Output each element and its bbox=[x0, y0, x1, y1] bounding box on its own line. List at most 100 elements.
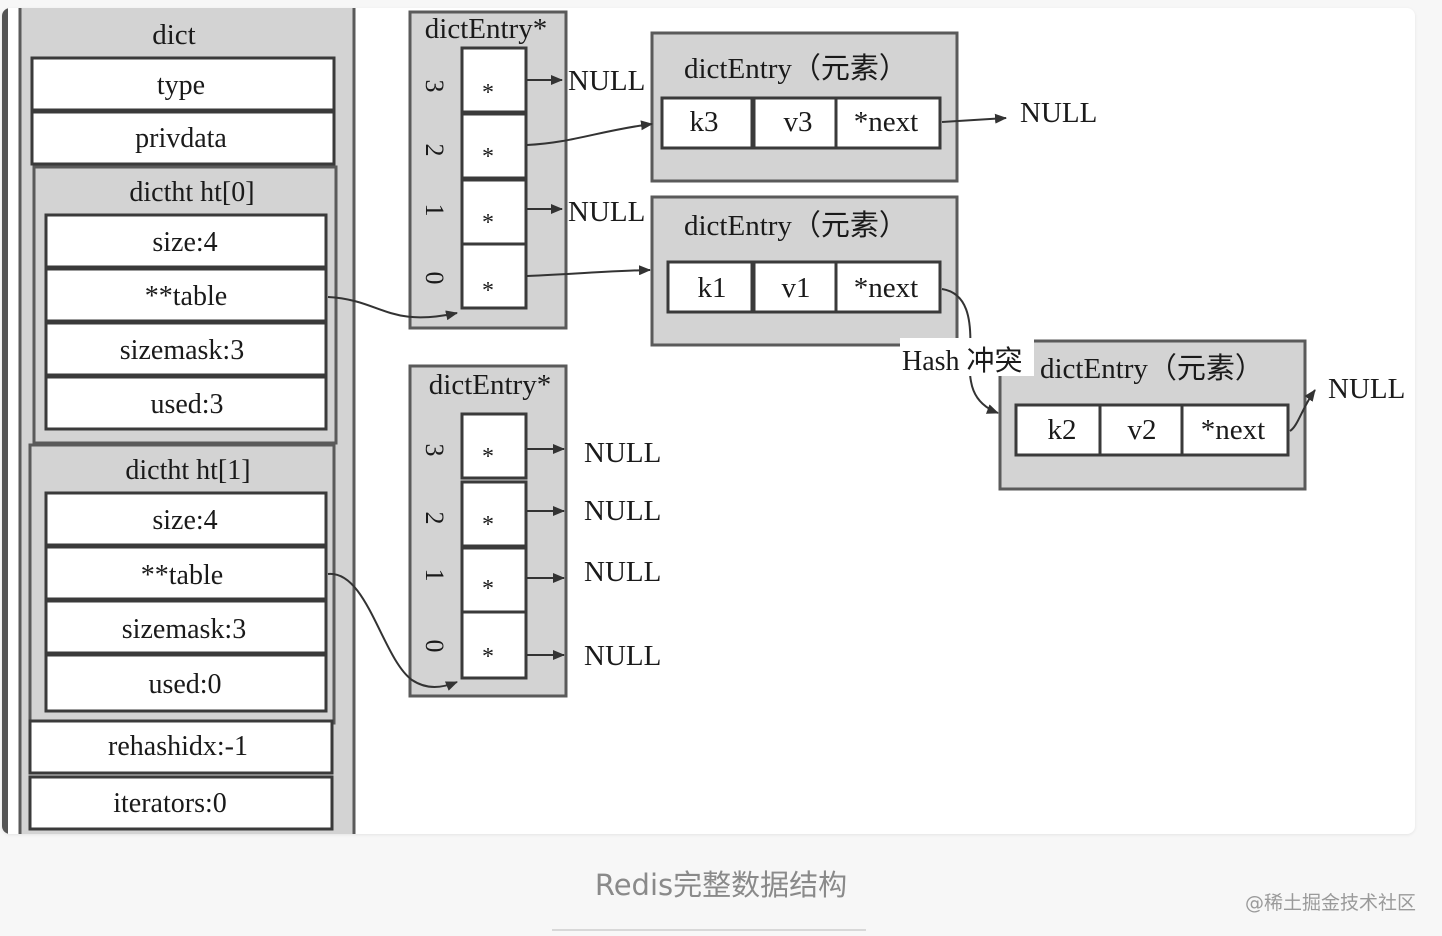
entry-k3-null: NULL bbox=[1020, 97, 1097, 129]
table1-ptr-3: * bbox=[482, 444, 494, 470]
entry-k2-next-cell bbox=[1180, 403, 1290, 457]
entry-k1-value-cell bbox=[752, 260, 838, 314]
table1-null-2: NULL bbox=[584, 495, 661, 527]
dictht-ht0: dictht ht[0] size:4 **table sizemask:3 u… bbox=[32, 165, 338, 445]
table1-slot-2 bbox=[460, 480, 528, 548]
ht1-title: dictht ht[1] bbox=[125, 455, 250, 486]
ht0-size-label: size:4 bbox=[152, 227, 217, 258]
table0-slot-0 bbox=[460, 242, 528, 310]
entry-k2-title: dictEntry（元素） bbox=[1040, 352, 1264, 385]
table0-slot-2 bbox=[460, 112, 528, 180]
ht1-used-label: used:0 bbox=[148, 669, 221, 700]
table1-slot-1 bbox=[460, 546, 528, 614]
arrow-k2-next-null bbox=[1289, 389, 1316, 432]
entry-k1-key-cell bbox=[666, 260, 754, 314]
watermark: @稀土掘金技术社区 bbox=[1244, 892, 1416, 914]
left-edge-bar bbox=[2, 8, 8, 834]
ht1-sizemask-field bbox=[44, 599, 328, 655]
ht1-table-label: **table bbox=[141, 560, 223, 591]
entry-k3: dictEntry（元素） k3 v3 *next NULL bbox=[650, 31, 1097, 183]
table1-index-0: 0 bbox=[420, 640, 449, 653]
privdata-field bbox=[30, 110, 336, 166]
ht0-used-field bbox=[44, 375, 328, 431]
entry-k3-key: k3 bbox=[690, 106, 719, 138]
table0-index-2: 2 bbox=[420, 144, 449, 157]
diagram-figure: dict type privdata dictht ht[0] size:4 *… bbox=[2, 8, 1415, 834]
ht0-sizemask-field bbox=[44, 321, 328, 377]
ht0-table-field bbox=[44, 267, 328, 323]
arrow-ht0-table-table0 bbox=[327, 296, 458, 321]
arrow-table0-slot0-k1 bbox=[526, 265, 651, 277]
redis-dict-diagram: dict type privdata dictht ht[0] size:4 *… bbox=[2, 8, 1405, 834]
ht1-table-field bbox=[44, 545, 328, 601]
entry-k2-key-cell bbox=[1014, 403, 1102, 457]
table0-title: dictEntry* bbox=[425, 13, 547, 45]
table1-ptr-0: * bbox=[482, 644, 494, 670]
hash-conflict-label: Hash 冲突 bbox=[902, 345, 1023, 377]
arrow-table0-slot2-k3 bbox=[526, 120, 653, 146]
dict-title: dict bbox=[152, 19, 196, 51]
table1-null-0: NULL bbox=[584, 640, 661, 672]
table0-null-1: NULL bbox=[568, 196, 645, 228]
hash-conflict-label-bg bbox=[900, 338, 1034, 376]
rehashidx-label: rehashidx:-1 bbox=[108, 731, 248, 762]
ht1-size-field bbox=[44, 491, 328, 547]
table0-ptr-1: * bbox=[482, 210, 494, 236]
ht1-used-field bbox=[44, 653, 328, 713]
table1-null-1: NULL bbox=[584, 556, 661, 588]
table1-ptr-1: * bbox=[482, 576, 494, 602]
entry-k3-value-cell bbox=[752, 96, 838, 150]
entry-k2: dictEntry（元素） k2 v2 *next NULL bbox=[998, 339, 1405, 491]
entry-k3-key-cell bbox=[660, 96, 754, 150]
table0-slot-1 bbox=[460, 178, 528, 246]
type-field bbox=[30, 56, 336, 112]
entry-k3-title: dictEntry（元素） bbox=[684, 52, 908, 85]
ht1-sizemask-label: sizemask:3 bbox=[122, 614, 246, 645]
entry-k3-next-cell bbox=[834, 96, 942, 150]
entry-k3-next: *next bbox=[854, 106, 918, 138]
entry-k2-key: k2 bbox=[1048, 414, 1077, 446]
type-label: type bbox=[157, 70, 205, 101]
caption-underline bbox=[552, 929, 866, 931]
ht0-title: dictht ht[0] bbox=[129, 177, 254, 208]
ht0-used-label: used:3 bbox=[150, 389, 223, 420]
ht0-table-label: **table bbox=[145, 281, 227, 312]
table0-index-1: 1 bbox=[420, 204, 449, 217]
arrow-ht1-table-table1 bbox=[327, 572, 458, 691]
table0: dictEntry* * * * * 3 2 1 0 bbox=[408, 10, 568, 330]
table0-index-0: 0 bbox=[420, 272, 449, 285]
table1: dictEntry* * * * * 3 2 1 0 NULL NULL NUL… bbox=[408, 364, 661, 698]
arrow-k3-next-null bbox=[941, 113, 1007, 124]
privdata-label: privdata bbox=[135, 123, 227, 154]
table0-ptr-0: * bbox=[482, 278, 494, 304]
entry-k2-null: NULL bbox=[1328, 373, 1405, 405]
entry-k2-value: v2 bbox=[1128, 414, 1157, 446]
iterators-label: iterators:0 bbox=[113, 788, 227, 819]
entry-k1-key: k1 bbox=[698, 272, 727, 304]
table0-ptr-2: * bbox=[482, 144, 494, 170]
ht1-size-label: size:4 bbox=[152, 505, 217, 536]
dictht-ht1: dictht ht[1] size:4 **table sizemask:3 u… bbox=[28, 443, 336, 725]
dict-struct: dict type privdata dictht ht[0] size:4 *… bbox=[18, 8, 356, 834]
table1-slot-0 bbox=[460, 610, 528, 680]
table1-null-3: NULL bbox=[584, 437, 661, 469]
entry-k3-value: v3 bbox=[784, 106, 813, 138]
connectors bbox=[327, 75, 1316, 691]
ht0-sizemask-label: sizemask:3 bbox=[120, 335, 244, 366]
table1-index-1: 1 bbox=[420, 569, 449, 582]
table1-title: dictEntry* bbox=[429, 369, 551, 401]
iterators-field bbox=[28, 775, 334, 831]
table1-index-2: 2 bbox=[420, 512, 449, 525]
table1-ptr-2: * bbox=[482, 512, 494, 538]
ht0-size-field bbox=[44, 213, 328, 269]
entry-k1-title: dictEntry（元素） bbox=[684, 209, 908, 242]
table0-ptr-3: * bbox=[482, 80, 494, 106]
entry-k2-next: *next bbox=[1201, 414, 1265, 446]
entry-k1: dictEntry（元素） k1 v1 *next bbox=[650, 195, 959, 347]
figure-caption: Redis完整数据结构 bbox=[594, 868, 848, 902]
table1-index-3: 3 bbox=[420, 444, 449, 457]
rehashidx-field bbox=[28, 719, 334, 775]
table0-null-3: NULL bbox=[568, 65, 645, 97]
table0-slot-3 bbox=[460, 46, 528, 114]
table1-slot-3 bbox=[460, 412, 528, 480]
